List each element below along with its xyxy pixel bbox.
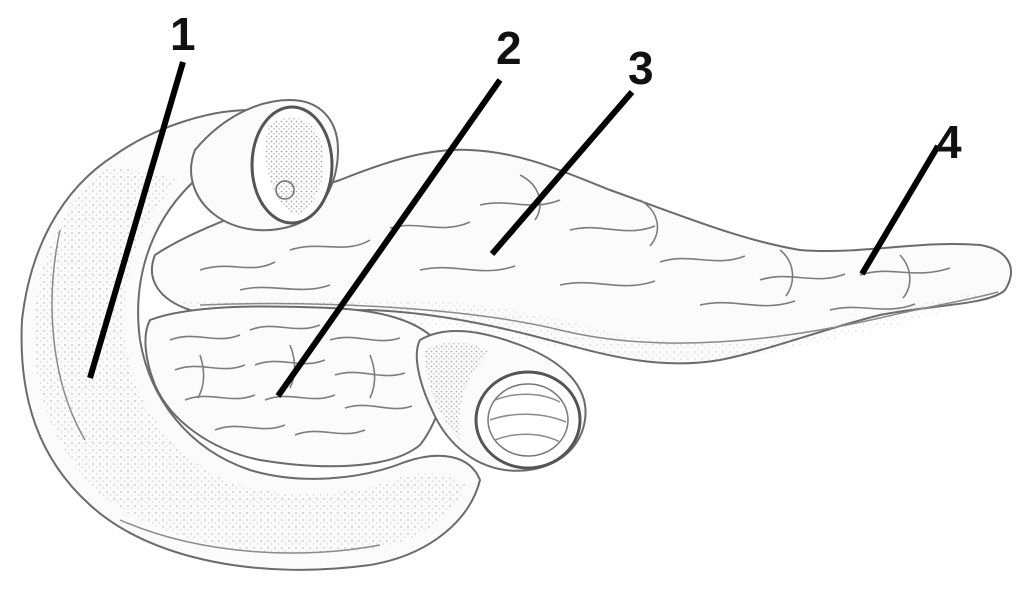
label-4: 4 <box>936 116 962 168</box>
label-3: 3 <box>628 42 654 94</box>
mesenteric-vessel-drawing <box>417 331 586 471</box>
label-2: 2 <box>496 22 522 74</box>
label-1: 1 <box>170 8 196 60</box>
